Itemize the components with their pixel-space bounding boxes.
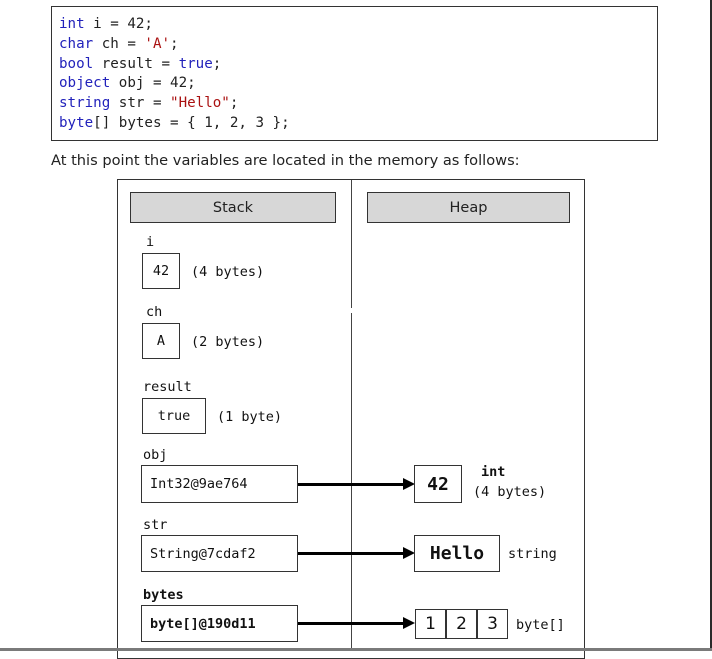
stack-heap-divider xyxy=(351,180,352,308)
code-keyword: bool xyxy=(59,55,94,72)
code-line: byte[] bytes = { 1, 2, 3 }; xyxy=(59,114,657,134)
code-text: obj = 42; xyxy=(110,75,196,92)
var-name-result: result xyxy=(143,379,192,395)
var-obj-reference-cell: Int32@9ae764 xyxy=(141,465,298,503)
str-reference-arrow xyxy=(298,547,415,559)
code-line: int i = 42; xyxy=(59,15,657,35)
code-text: [] bytes = { 1, 2, 3 }; xyxy=(93,114,290,131)
heap-byte-cell: 3 xyxy=(477,609,508,639)
obj-reference-arrow xyxy=(298,478,415,490)
heap-header: Heap xyxy=(367,192,570,223)
code-text: ch = xyxy=(93,35,145,52)
var-ch-value-cell: A xyxy=(142,323,180,359)
code-text: ; xyxy=(212,55,222,72)
heap-byte-cell: 1 xyxy=(415,609,446,639)
code-text: i = 42; xyxy=(84,16,153,32)
var-result-value-cell: true xyxy=(142,398,206,434)
code-text: ; xyxy=(170,35,179,52)
code-text: result = xyxy=(93,55,179,72)
code-string-literal: 'A' xyxy=(144,35,171,52)
var-str-reference-cell: String@7cdaf2 xyxy=(141,535,298,572)
code-line: bool result = true; xyxy=(59,55,657,75)
heap-obj-type: int xyxy=(481,464,506,480)
code-line: char ch = 'A'; xyxy=(59,35,657,55)
var-i-value-cell: 42 xyxy=(142,253,180,289)
code-keyword: true xyxy=(178,55,213,72)
var-ch-size: (2 bytes) xyxy=(191,334,265,350)
code-keyword: int xyxy=(59,16,85,32)
heap-str-value-cell: Hello xyxy=(414,535,500,572)
code-string-literal: "Hello" xyxy=(170,95,230,112)
code-snippet: int i = 42;char ch = 'A';bool result = t… xyxy=(51,6,658,141)
page-bottom-border xyxy=(0,648,712,651)
bytes-reference-arrow xyxy=(298,617,415,629)
var-name-bytes: bytes xyxy=(143,587,184,603)
code-line: string str = "Hello"; xyxy=(59,94,657,114)
code-text: ; xyxy=(229,95,239,112)
heap-str-type: string xyxy=(508,546,557,562)
var-result-size: (1 byte) xyxy=(217,409,283,425)
page-right-border xyxy=(710,0,712,651)
var-name-i: i xyxy=(146,234,155,250)
code-keyword: string xyxy=(59,95,111,112)
intro-paragraph: At this point the variables are located … xyxy=(51,152,520,169)
var-name-obj: obj xyxy=(143,447,168,463)
stack-heap-divider-lower xyxy=(351,313,352,651)
var-name-str: str xyxy=(143,517,168,533)
heap-obj-size: (4 bytes) xyxy=(473,484,547,500)
code-line: object obj = 42; xyxy=(59,74,657,94)
code-keyword: char xyxy=(59,35,94,52)
var-name-ch: ch xyxy=(146,304,163,320)
heap-byte-cell: 2 xyxy=(446,609,477,639)
heap-obj-value-cell: 42 xyxy=(414,465,462,503)
stack-header: Stack xyxy=(130,192,336,223)
var-i-size: (4 bytes) xyxy=(191,264,265,280)
code-keyword: object xyxy=(59,75,111,92)
heap-bytes-type: byte[] xyxy=(516,617,565,633)
code-keyword: byte xyxy=(59,114,94,131)
var-bytes-reference-cell: byte[]@190d11 xyxy=(141,605,298,642)
code-text: str = xyxy=(110,95,171,112)
